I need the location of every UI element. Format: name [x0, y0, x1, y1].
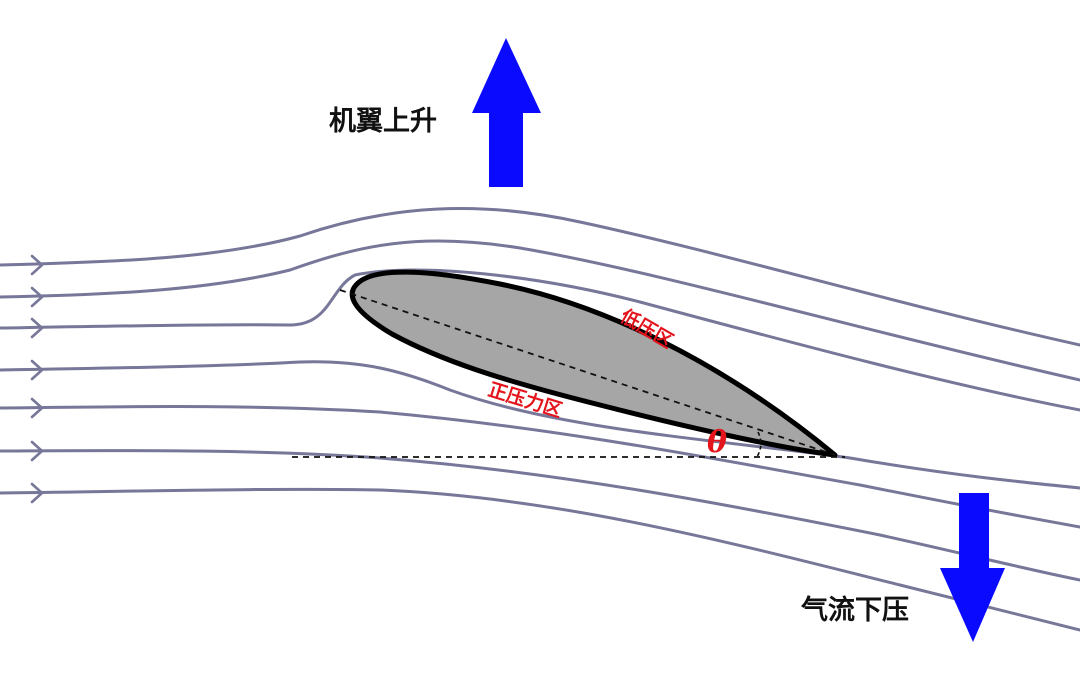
up-arrow-icon: [472, 38, 541, 187]
down-arrow-icon: [940, 493, 1005, 642]
chevron-right-icon: [30, 359, 44, 381]
airfoil: [349, 269, 838, 458]
angle-label: θ: [707, 425, 727, 460]
streamlines: [0, 206, 1080, 632]
downwash-label: 气流下压: [800, 595, 909, 626]
flow-markers: [30, 254, 44, 504]
chevron-right-icon: [30, 482, 44, 504]
streamline-5: [0, 405, 1080, 529]
angle-arc: [756, 431, 762, 458]
chevron-right-icon: [30, 286, 44, 308]
chevron-right-icon: [30, 254, 44, 276]
chevron-right-icon: [30, 440, 44, 462]
chevron-right-icon: [30, 317, 44, 339]
streamline-2: [0, 239, 1080, 382]
streamline-4: [0, 360, 1080, 490]
streamline-1: [0, 206, 1080, 347]
lift-label: 机翼上升: [329, 106, 437, 137]
chord-line: [339, 289, 836, 456]
streamline-7: [0, 487, 1080, 632]
chevron-right-icon: [30, 397, 44, 419]
